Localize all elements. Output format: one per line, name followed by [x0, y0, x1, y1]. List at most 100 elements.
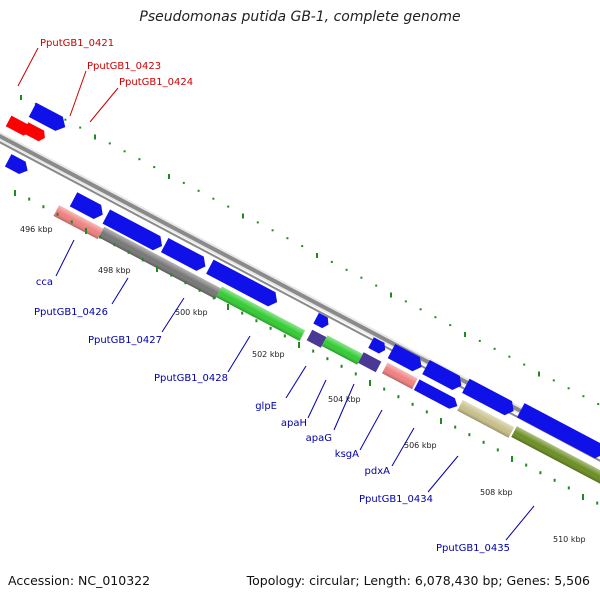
- gene-blue-rev-2[interactable]: [102, 209, 166, 253]
- gene-label-glpE[interactable]: glpE: [255, 401, 277, 412]
- ring-dot: [138, 158, 141, 161]
- ring-dot: [375, 284, 378, 287]
- scale-tick: [42, 205, 45, 209]
- gene-label-PputGB1_0428[interactable]: PputGB1_0428: [154, 373, 228, 384]
- scale-tick: [511, 456, 513, 462]
- gene-blue-small-1[interactable]: [4, 154, 31, 177]
- scale-tick: [383, 387, 386, 391]
- ring-dot: [79, 126, 82, 129]
- gene-pdxA[interactable]: [413, 379, 460, 411]
- scale-tick: [212, 296, 215, 300]
- ring-dot: [360, 276, 363, 279]
- scale-tick: [198, 288, 201, 292]
- ring-dot: [434, 316, 437, 319]
- gene-label-ksgA[interactable]: ksgA: [335, 449, 359, 460]
- ring-dot: [552, 379, 555, 382]
- ring-dot: [242, 213, 244, 219]
- ring-dot: [256, 221, 259, 224]
- gene-red-c[interactable]: [22, 122, 48, 143]
- gene-label-PputGB1_0435[interactable]: PputGB1_0435: [436, 543, 510, 554]
- gene-apaG[interactable]: [358, 352, 382, 373]
- map-title: Pseudomonas putida GB-1, complete genome: [139, 9, 461, 25]
- ring-dot: [345, 268, 348, 271]
- genome-backbone: [0, 131, 600, 462]
- ring-dot: [301, 245, 304, 248]
- scale-tick: [170, 273, 173, 277]
- scale-tick: [525, 463, 528, 467]
- gene-label-apaG[interactable]: apaG: [306, 433, 332, 444]
- ring-dot: [271, 229, 274, 232]
- scale-tick: [468, 433, 471, 437]
- scale-label: 502 kbp: [252, 350, 285, 359]
- gene-small-blue-b[interactable]: [368, 337, 388, 355]
- gene-blue-rev-4[interactable]: [206, 259, 281, 310]
- gene-red-b[interactable]: [5, 115, 33, 138]
- gene-blue-fw-6[interactable]: [422, 359, 465, 393]
- scale-tick: [312, 349, 315, 353]
- scale-tick: [326, 357, 329, 361]
- ring-dot: [123, 150, 126, 153]
- gene-label-apaH[interactable]: apaH: [281, 418, 307, 429]
- ring-dot: [286, 237, 289, 240]
- ring-dot: [508, 355, 511, 358]
- label-leaders: [17, 47, 535, 541]
- gene-label-PputGB1_0434[interactable]: PputGB1_0434: [359, 494, 433, 505]
- ring-dot: [419, 308, 422, 311]
- topology-text: Topology: circular; Length: 6,078,430 bp…: [246, 573, 590, 588]
- scale-tick: [340, 364, 343, 368]
- gene-glpE[interactable]: [306, 329, 327, 348]
- ring-dot: [597, 403, 600, 406]
- scale-tick: [85, 228, 87, 234]
- ring-dot: [227, 205, 230, 208]
- ring-dot: [493, 347, 496, 350]
- gene-blue-fw-8[interactable]: [517, 403, 600, 461]
- ring-dot: [478, 339, 481, 342]
- scale-tick: [539, 471, 542, 475]
- gene-label-PputGB1_0426[interactable]: PputGB1_0426: [34, 307, 108, 318]
- ring-dot: [153, 166, 156, 169]
- gene-blue-fw-7[interactable]: [462, 378, 517, 418]
- ring-dot: [538, 371, 540, 377]
- scale-tick: [496, 448, 499, 452]
- scale-label: 506 kbp: [404, 441, 437, 450]
- scale-tick: [440, 418, 442, 424]
- ring-dot: [20, 95, 22, 100]
- gene-blue-rev-3[interactable]: [160, 238, 209, 274]
- scale-tick: [482, 440, 485, 444]
- scale-tick: [397, 395, 400, 399]
- ring-dot: [523, 363, 526, 366]
- scale-tick: [113, 243, 116, 247]
- gene-blue-rev-1[interactable]: [69, 192, 107, 222]
- gene-label-cca[interactable]: cca: [36, 277, 53, 288]
- ring-dot: [94, 134, 96, 140]
- accession-text: Accession: NC_010322: [8, 573, 151, 588]
- gene-label-PputGB1_0423[interactable]: PputGB1_0423: [87, 61, 161, 72]
- gene-label-PputGB1_0427[interactable]: PputGB1_0427: [88, 335, 162, 346]
- scale-tick: [184, 281, 187, 285]
- ring-dot: [182, 181, 185, 184]
- scale-tick: [567, 486, 570, 490]
- ring-dot: [582, 395, 585, 398]
- ring-dot: [197, 189, 200, 192]
- gene-PputGB1_0423[interactable]: [28, 102, 69, 134]
- scale-tick: [141, 258, 144, 262]
- gene-small-blue-a[interactable]: [313, 312, 331, 330]
- scale-tick: [269, 326, 272, 330]
- scale-tick: [241, 311, 244, 315]
- outer-tick-ring: [20, 95, 600, 406]
- gene-label-PputGB1_0421[interactable]: PputGB1_0421: [40, 38, 114, 49]
- scale-tick: [298, 342, 300, 348]
- scale-tick: [255, 319, 258, 323]
- gene-blue-fw-5[interactable]: [387, 344, 426, 374]
- scale-tick: [283, 334, 286, 338]
- scale-label: 498 kbp: [98, 266, 131, 275]
- scale-tick: [127, 250, 130, 254]
- gene-label-pdxA[interactable]: pdxA: [365, 466, 391, 477]
- scale-tick: [425, 410, 428, 414]
- scale-label: 496 kbp: [20, 225, 53, 234]
- gene-label-PputGB1_0424[interactable]: PputGB1_0424: [119, 77, 193, 88]
- scale-tick: [70, 220, 73, 224]
- scale-tick: [227, 304, 229, 310]
